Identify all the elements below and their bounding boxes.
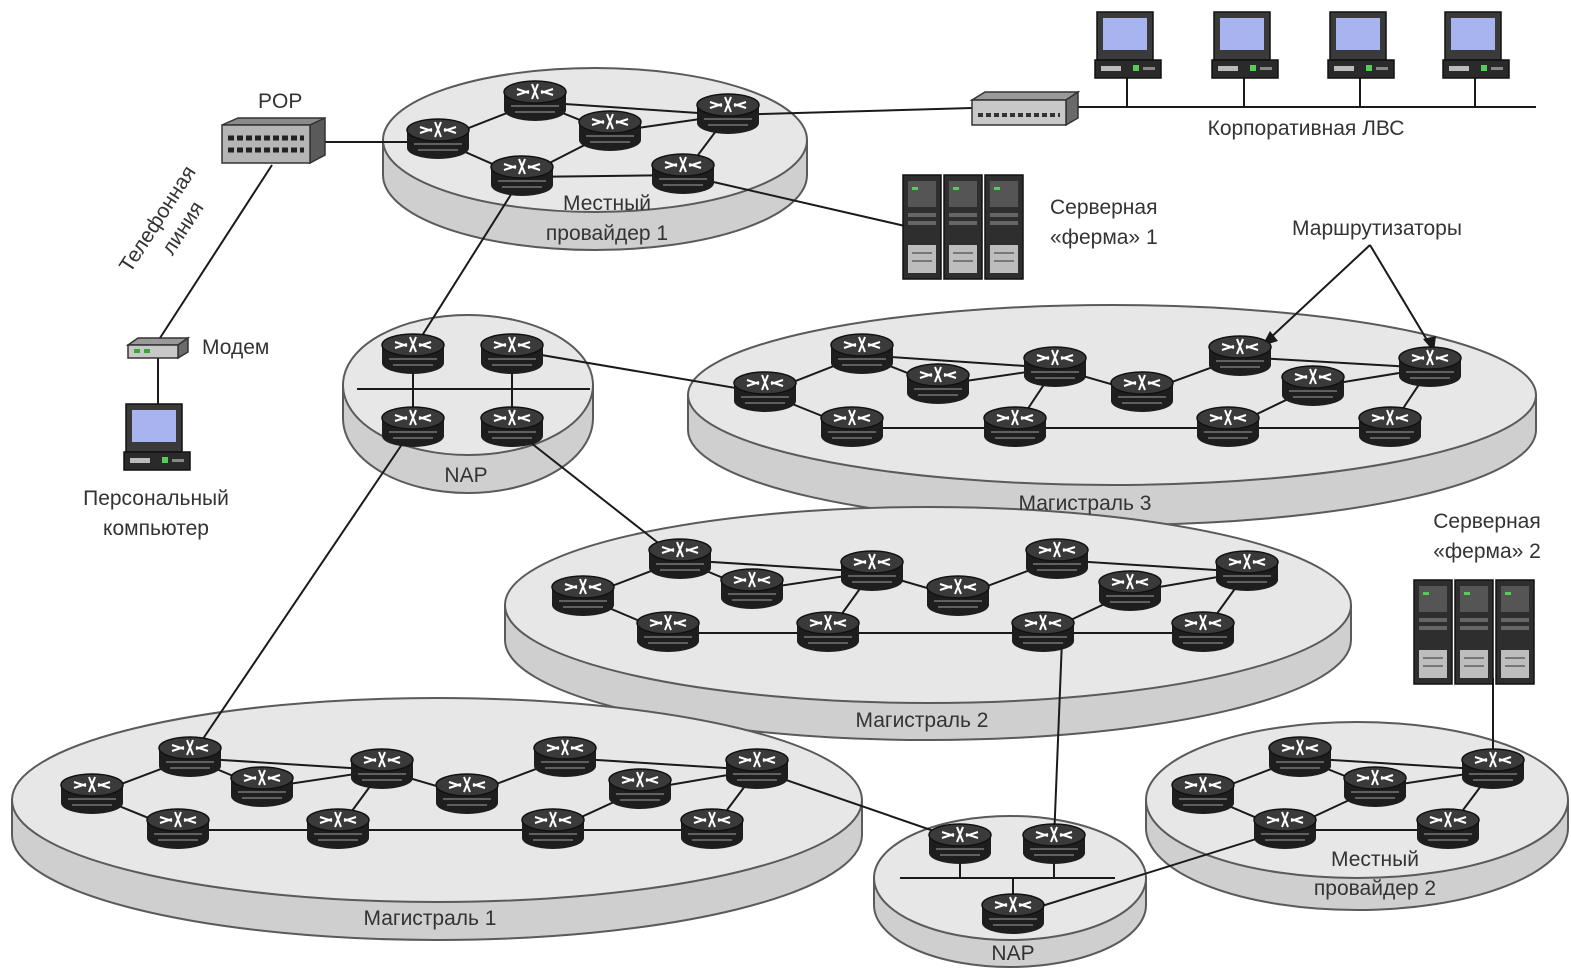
router-icon — [521, 808, 585, 850]
router-icon — [1253, 808, 1317, 850]
router-icon — [1281, 365, 1345, 407]
router-icon — [1022, 823, 1086, 865]
router-icon — [1171, 611, 1235, 653]
corporate-lan-label: Корпоративная ЛВС — [1208, 117, 1405, 140]
personal-computer-icon — [123, 403, 191, 471]
server-farm-1-icon — [902, 174, 1024, 280]
router-icon — [725, 748, 789, 790]
router-icon — [906, 363, 970, 405]
server-farm-1-label-1: Серверная — [1050, 196, 1157, 219]
router-icon — [490, 155, 554, 197]
router-icon — [608, 768, 672, 810]
local-provider-2-label-2: провайдер 2 — [1314, 877, 1436, 900]
router-icon — [983, 406, 1047, 448]
router-icon — [350, 748, 414, 790]
router-icon — [981, 893, 1045, 935]
router-icon — [648, 538, 712, 580]
router-icon — [551, 575, 615, 617]
router-icon — [840, 550, 904, 592]
modem-icon — [125, 336, 191, 360]
computer-icon — [1094, 11, 1162, 79]
router-icon — [820, 406, 884, 448]
router-icon — [636, 611, 700, 653]
router-icon — [578, 110, 642, 152]
router-icon — [1023, 346, 1087, 388]
router-icon — [480, 406, 544, 448]
pc-label-1: Персональный — [83, 487, 229, 510]
router-icon — [1098, 570, 1162, 612]
router-icon — [381, 406, 445, 448]
router-icon — [680, 808, 744, 850]
router-icon — [1196, 406, 1260, 448]
server-icon — [943, 174, 983, 280]
router-icon — [406, 118, 470, 160]
router-icon — [926, 575, 990, 617]
local-provider-1-label-1: Местный — [563, 192, 651, 215]
server-farm-2-label-2: «ферма» 2 — [1433, 540, 1541, 563]
server-icon — [1495, 579, 1535, 685]
router-icon — [1398, 346, 1462, 388]
server-farm-2-icon — [1413, 579, 1535, 685]
router-icon — [651, 153, 715, 195]
router-icon — [733, 371, 797, 413]
pop-switch-icon — [221, 116, 326, 165]
nap-top-label: NAP — [444, 464, 487, 487]
router-icon — [696, 93, 760, 135]
router-icon — [480, 333, 544, 375]
routers-label: Маршрутизаторы — [1292, 217, 1462, 240]
router-icon — [1025, 538, 1089, 580]
pop-label: POP — [258, 90, 302, 113]
router-icon — [1343, 766, 1407, 808]
local-provider-1-label-2: провайдер 1 — [546, 222, 668, 245]
backbone-1-label: Магистраль 1 — [364, 907, 497, 930]
router-icon — [1215, 550, 1279, 592]
router-icon — [1208, 335, 1272, 377]
local-provider-2-label-1: Местный — [1331, 848, 1419, 871]
server-farm-1-label-2: «ферма» 1 — [1050, 226, 1158, 249]
computer-icon — [1442, 11, 1510, 79]
pc-label-2: компьютер — [103, 517, 209, 540]
router-icon — [158, 736, 222, 778]
nap-bottom-label: NAP — [991, 942, 1034, 965]
router-icon — [60, 773, 124, 815]
router-icon — [720, 568, 784, 610]
server-icon — [1454, 579, 1494, 685]
router-icon — [928, 823, 992, 865]
router-icon — [830, 333, 894, 375]
server-icon — [1413, 579, 1453, 685]
lan-switch-icon — [969, 90, 1081, 127]
router-icon — [1358, 406, 1422, 448]
backbone-3-label: Магистраль 3 — [1019, 492, 1152, 515]
backbone-2-label: Магистраль 2 — [856, 709, 989, 732]
router-icon — [306, 808, 370, 850]
modem-label: Модем — [202, 336, 269, 359]
router-icon — [533, 736, 597, 778]
router-icon — [230, 766, 294, 808]
router-icon — [1416, 808, 1480, 850]
router-icon — [146, 808, 210, 850]
router-icon — [1461, 748, 1525, 790]
router-icon — [796, 611, 860, 653]
router-icon — [503, 80, 567, 122]
router-icon — [1171, 773, 1235, 815]
router-icon — [381, 333, 445, 375]
computer-icon — [1211, 11, 1279, 79]
server-icon — [902, 174, 942, 280]
router-icon — [1110, 371, 1174, 413]
router-icon — [1268, 736, 1332, 778]
router-icon — [435, 773, 499, 815]
router-icon — [1011, 611, 1075, 653]
computer-icon — [1327, 11, 1395, 79]
server-icon — [984, 174, 1024, 280]
server-farm-2-label-1: Серверная — [1433, 510, 1540, 533]
